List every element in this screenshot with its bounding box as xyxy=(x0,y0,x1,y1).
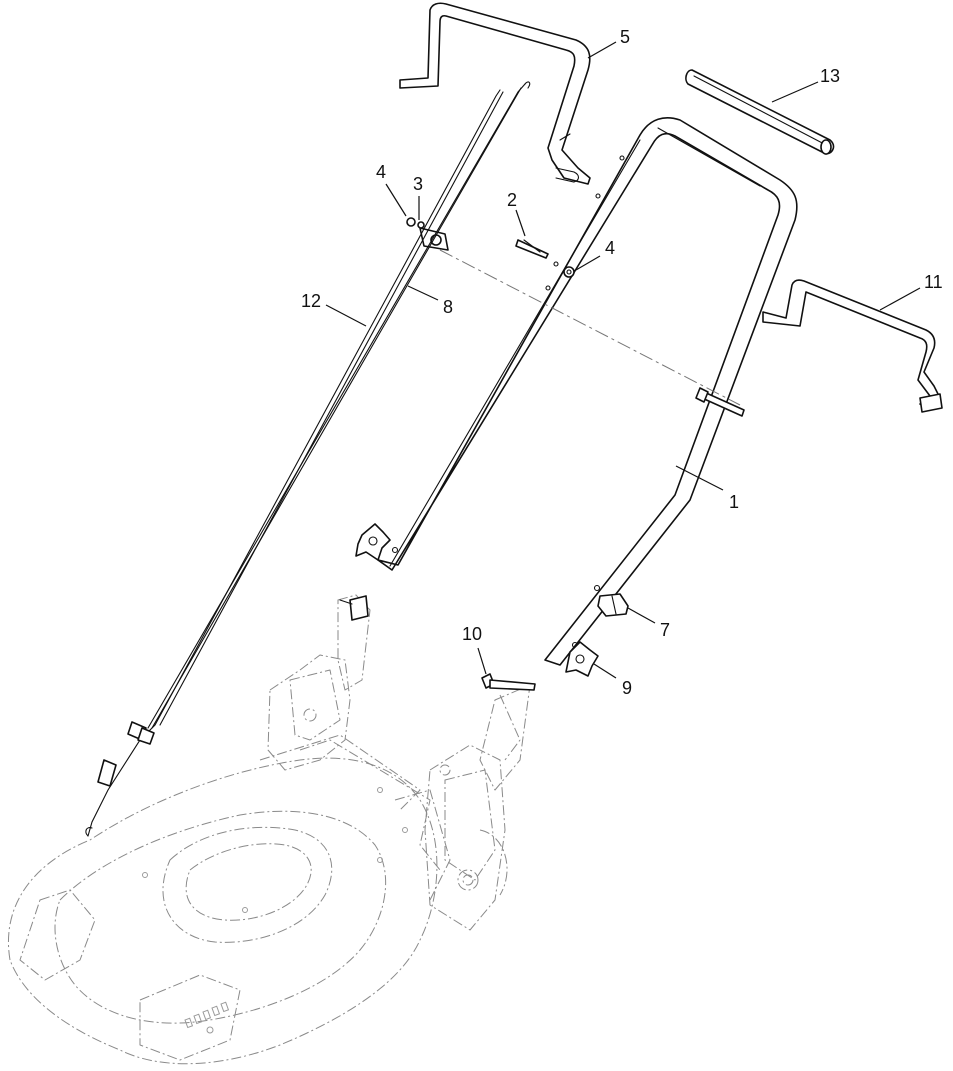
control-bail xyxy=(399,2,591,185)
callout-12: 12 xyxy=(301,291,321,311)
callout-labels: 1 2 3 4 4 5 7 8 9 10 11 12 13 xyxy=(301,27,943,698)
drive-bail xyxy=(762,279,943,413)
control-cable-12 xyxy=(85,89,504,837)
hand-grip xyxy=(685,69,835,155)
callout-11: 11 xyxy=(924,272,943,292)
callout-8: 8 xyxy=(443,297,453,317)
left-handle-bracket xyxy=(267,594,371,771)
hairpin xyxy=(515,239,549,259)
leader-lines xyxy=(325,41,921,679)
callout-13: 13 xyxy=(820,66,840,86)
callout-4b: 4 xyxy=(605,238,615,258)
callout-4a: 4 xyxy=(376,162,386,182)
upper-handle xyxy=(377,117,798,666)
callout-1: 1 xyxy=(729,492,739,512)
control-cable-8 xyxy=(137,81,531,745)
callout-7: 7 xyxy=(660,620,670,640)
callout-2: 2 xyxy=(507,190,517,210)
callout-5: 5 xyxy=(620,27,630,47)
mower-deck xyxy=(8,734,451,1065)
right-handle-bracket xyxy=(424,684,531,931)
handle-knob-right xyxy=(565,641,599,677)
handle-bolt xyxy=(439,249,745,417)
locknut-right xyxy=(563,266,575,278)
callout-9: 9 xyxy=(622,678,632,698)
callout-3: 3 xyxy=(413,174,423,194)
handle-knob-left xyxy=(355,523,391,561)
callout-10: 10 xyxy=(462,624,482,644)
handle-bushing xyxy=(597,593,629,617)
carriage-bolt xyxy=(481,673,536,761)
